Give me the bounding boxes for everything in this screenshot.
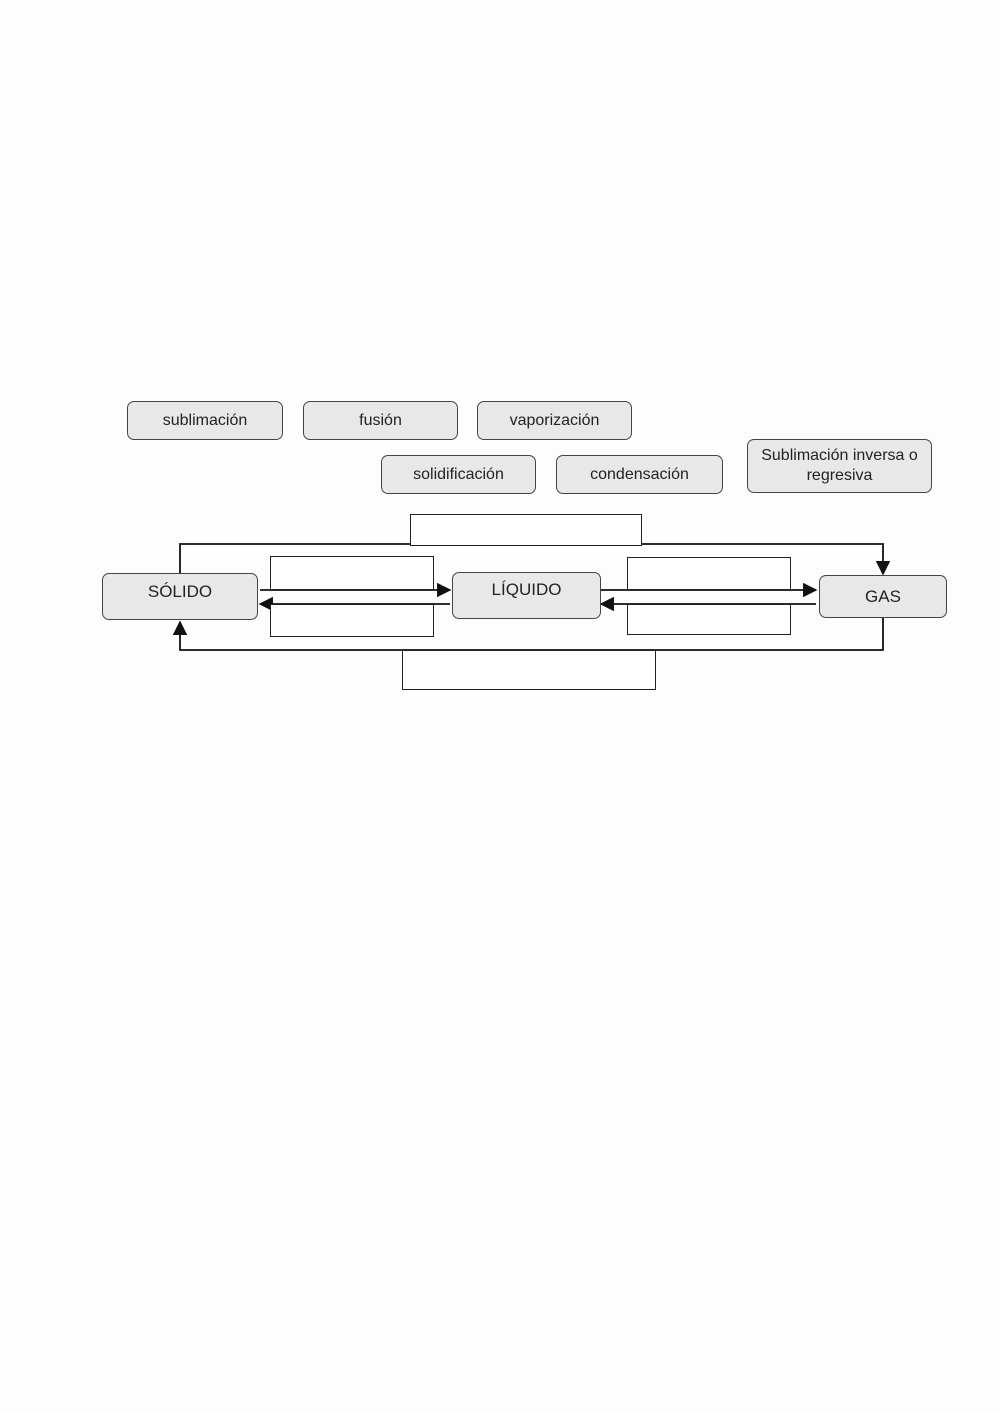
state-box-liquid: LÍQUIDO [452, 572, 601, 619]
state-label-solid: SÓLIDO [147, 581, 213, 601]
word-chip-sublimacion[interactable]: sublimación [127, 401, 283, 440]
drop-box-gas-to-solid[interactable] [402, 650, 656, 690]
word-chip-sublimacion-inversa[interactable]: Sublimación inversa o regresiva [747, 439, 932, 493]
state-label-gas: GAS [865, 586, 901, 606]
word-chip-fusion[interactable]: fusión [303, 401, 458, 440]
word-chip-solidificacion[interactable]: solidificación [381, 455, 536, 494]
drop-box-gas-to-liquid[interactable] [627, 604, 791, 635]
state-label-liquid: LÍQUIDO [491, 579, 562, 599]
word-chip-vaporizacion[interactable]: vaporización [477, 401, 632, 440]
drop-box-solid-to-liquid[interactable] [270, 556, 434, 590]
state-box-gas: GAS [819, 575, 947, 618]
drop-box-liquid-to-gas[interactable] [627, 557, 791, 590]
drop-box-liquid-to-solid[interactable] [270, 604, 434, 637]
drop-box-solid-to-gas[interactable] [410, 514, 642, 546]
word-chip-condensacion[interactable]: condensación [556, 455, 723, 494]
state-box-solid: SÓLIDO [102, 573, 258, 620]
